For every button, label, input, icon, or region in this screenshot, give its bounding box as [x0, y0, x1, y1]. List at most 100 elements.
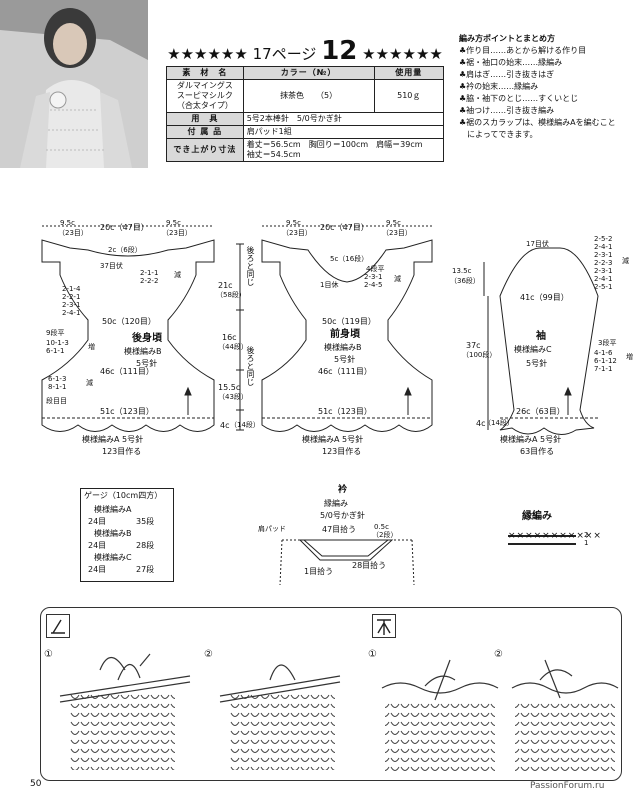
sleeve-cap-rows: （36段） [450, 277, 480, 285]
back-inc: 6-1-1 [46, 347, 65, 355]
left-decrease-symbol [46, 614, 70, 638]
gauge-pattern-b: 模様編みB [94, 529, 132, 538]
pattern-title: ★★★★★★ 17ページ 12 ★★★★★★ [166, 36, 444, 66]
sleeve-inc-mark: 増 [626, 353, 633, 361]
back-body-outline [41, 239, 215, 432]
points-heading: 編み方ポイントとまとめ方 [459, 34, 555, 43]
back-dec-mark: 減 [86, 379, 93, 387]
point-item: ♣脇・袖下のとじ……すくいとじ [459, 94, 579, 103]
back-neck-dec: 2-2-2 [140, 277, 159, 285]
size-line: 袖丈＝54.5cm [246, 150, 301, 159]
height-armhole: 21c [218, 281, 233, 290]
stars-right: ★★★★★★ [362, 45, 443, 63]
collar-shoulder-pad: 肩パッド [258, 525, 286, 533]
back-edge-pattern: 模様編みA 5号針 [82, 435, 144, 444]
size-label: でき上がり寸法 [166, 138, 244, 162]
collar-pattern: 縁編み [324, 499, 348, 508]
back-top-left-sts: （23目） [58, 229, 88, 237]
front-body-outline [261, 239, 433, 432]
front-top-mid: 20c（47目） [320, 223, 369, 232]
yarn-name-cell: ダルマイングス スーピマシルク （合太タイプ） [166, 79, 244, 113]
sleeve-cap-dec: 2-4-1 [594, 275, 613, 283]
front-cast-on: 123目作る [322, 447, 362, 456]
size-values: 着丈＝56.5cm 胸回り＝100cm 肩幅＝39cm 袖丈＝54.5cm [242, 138, 445, 162]
tools-label: 用 具 [166, 112, 244, 126]
sleeve-cap-dec: 2-5-1 [594, 283, 613, 291]
header-material: 素 材 名 [166, 66, 244, 80]
gauge-box [80, 488, 174, 582]
note-same-as-back: 後ろと同じ [246, 346, 255, 386]
front-neck-depth: 5c（16段） [330, 255, 369, 263]
sleeve-cap-dec: 2-3-1 [594, 267, 613, 275]
point-item: ♣肩はぎ……引き抜きはぎ [459, 70, 555, 79]
back-hem-width: 51c（123目） [100, 407, 154, 416]
size-line: 着丈＝56.5cm 胸回り＝100cm 肩幅＝39cm [246, 140, 423, 149]
gauge-pattern-a: 模様編みA [94, 505, 132, 514]
yarn-line: ダルマイングス [176, 81, 233, 90]
front-top-right-sts: （23目） [382, 229, 412, 237]
gauge-pattern-c: 模様編みC [94, 553, 132, 562]
yarn-amount: 510ｇ [373, 79, 445, 113]
back-neck-dec: 2-1-1 [140, 269, 159, 277]
right-decrease-symbol [372, 614, 396, 638]
point-item: によってできます。 [459, 130, 538, 139]
front-edge-pattern: 模様編みA 5号針 [302, 435, 364, 444]
sleeve-length-rows: （100段） [462, 351, 497, 359]
sleeve-inc: 6-1-12 [594, 357, 617, 365]
sleeve-inc: 7-1-1 [594, 365, 613, 373]
gauge-rows-a: 35段 [136, 517, 155, 526]
collar-side: 0.5c [374, 523, 389, 531]
front-pattern: 模様編みB [324, 343, 362, 352]
collar-side-rows: （2段） [372, 531, 398, 539]
back-title: 後身頃 [132, 333, 162, 344]
front-neck-dec-mark: 減 [394, 275, 401, 283]
back-shoulder-dec: 2-3-1 [62, 301, 81, 309]
sleeve-cap-dec: 2-2-3 [594, 259, 613, 267]
collar-hook: 5/0号かぎ針 [320, 511, 365, 520]
edge-pattern-symbols: ××××××××××× [508, 531, 602, 541]
sleeve-cuff-height: 4c [476, 419, 486, 428]
point-item: ♣作り目……あとから解ける作り目 [459, 46, 587, 55]
sleeve-outline [499, 247, 599, 435]
sleeve-cap-dec: 2-4-1 [594, 243, 613, 251]
step-2-left: ② [204, 649, 213, 660]
front-top-left-sts: （23目） [282, 229, 312, 237]
collar-center: 1目拾う [304, 567, 334, 576]
sleeve-cap-dec-mark: 減 [622, 257, 629, 265]
sleeve-pattern: 模様編みC [514, 345, 552, 354]
back-top-mid: 20c（47目） [100, 223, 149, 232]
sleeve-width: 41c（99目） [520, 293, 569, 302]
back-shoulder-dec: 2-1-4 [62, 285, 81, 293]
sleeve-length: 37c [466, 341, 481, 350]
stitch-illustrations [40, 607, 622, 781]
sleeve-cap-dec: 2-5-2 [594, 235, 613, 243]
sleeve-cuff-rows: （14段） [484, 419, 514, 427]
stitch-drawings [59, 653, 619, 775]
model-photo [0, 0, 148, 168]
front-neck-rows: 4段平 [366, 265, 385, 273]
back-cast-on: 123目作る [102, 447, 142, 456]
back-inc-mark: 増 [88, 343, 95, 351]
gauge-sts-b: 24目 [88, 541, 107, 550]
header-amount: 使用量 [373, 66, 445, 80]
gauge-sts-a: 24目 [88, 517, 107, 526]
back-top-left-cm: 9.5c [60, 219, 75, 227]
height-lower: 15.5c [218, 383, 241, 392]
note-same-as-back: 後ろと同じ [246, 246, 255, 286]
front-needle: 5号針 [334, 355, 356, 364]
edge-pattern-title: 縁編み [522, 511, 552, 522]
gauge-rows-b: 28段 [136, 541, 155, 550]
page-reference: 17ページ [252, 45, 317, 63]
sleeve-inc: 4-1-6 [594, 349, 613, 357]
header-color: カラー（№） [242, 66, 375, 80]
back-shoulder-dec: 2-4-1 [62, 309, 81, 317]
sleeve-title: 袖 [536, 331, 546, 342]
back-needle: 5号針 [136, 359, 158, 368]
materials-table: 素 材 名 カラー（№） 使用量 ダルマイングス スーピマシルク （合太タイプ）… [166, 66, 445, 162]
front-top-left-cm: 9.5c [286, 219, 301, 227]
sleeve-cuff-width: 26c（63目） [516, 407, 565, 416]
back-shoulder-dec: 2-2-1 [62, 293, 81, 301]
point-item: ♣裾・袖口の始末……縁編み [459, 58, 563, 67]
step-2-right: ② [494, 649, 503, 660]
height-hem-rows: （14段） [230, 421, 260, 429]
